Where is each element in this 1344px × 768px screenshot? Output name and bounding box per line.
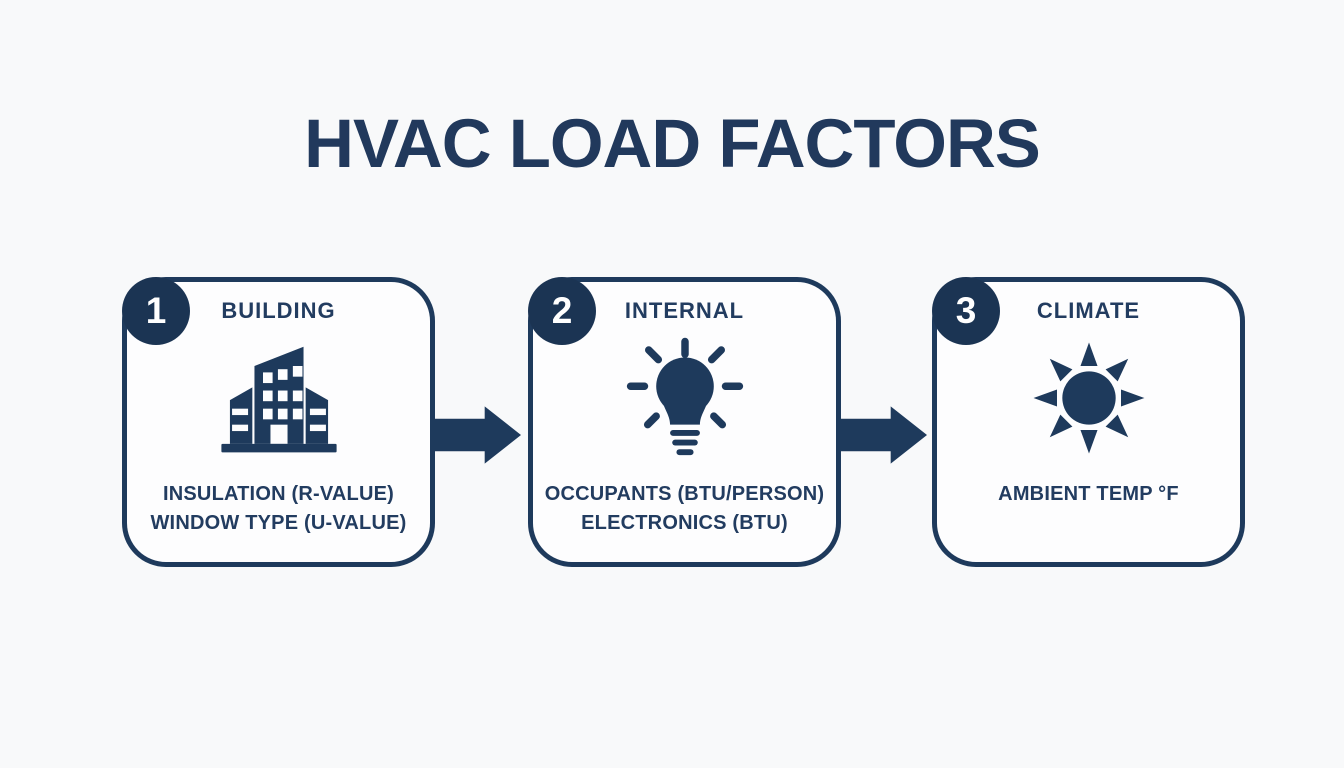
step-number-badge: 3 [932, 277, 1000, 345]
arrow-right-icon [435, 405, 521, 465]
factor-card-building: 1 BUILDING [122, 277, 435, 567]
arrow-right-icon [841, 405, 927, 465]
card-label: INTERNAL [624, 298, 745, 323]
card-details: OCCUPANTS (BTU/PERSON) ELECTRONICS (BTU) [533, 480, 836, 538]
page-title: HVAC LOAD FACTORS [304, 105, 1041, 182]
sun-icon [1025, 334, 1153, 462]
step-number-badge: 1 [122, 277, 190, 345]
factor-card-internal: 2 INTERNAL OCCUP [528, 277, 841, 567]
lightbulb-icon [621, 334, 749, 462]
card-label: BUILDING [221, 298, 336, 323]
factor-card-climate: 3 CLIMATE AMBIENT TEMP °F [932, 277, 1245, 567]
step-number: 1 [145, 290, 167, 331]
detail-line: AMBIENT TEMP °F [998, 483, 1179, 505]
detail-line: OCCUPANTS (BTU/PERSON) [544, 483, 825, 505]
building-icon [215, 334, 343, 462]
detail-line: ELECTRONICS (BTU) [581, 512, 788, 534]
card-details: AMBIENT TEMP °F [937, 480, 1240, 509]
step-number: 2 [551, 290, 573, 331]
detail-line: INSULATION (R-VALUE) [162, 483, 394, 505]
step-number-badge: 2 [528, 277, 596, 345]
detail-line: WINDOW TYPE (U-VALUE) [150, 512, 407, 534]
card-details: INSULATION (R-VALUE) WINDOW TYPE (U-VALU… [127, 480, 430, 538]
step-number: 3 [955, 290, 977, 331]
card-label: CLIMATE [1036, 298, 1141, 323]
